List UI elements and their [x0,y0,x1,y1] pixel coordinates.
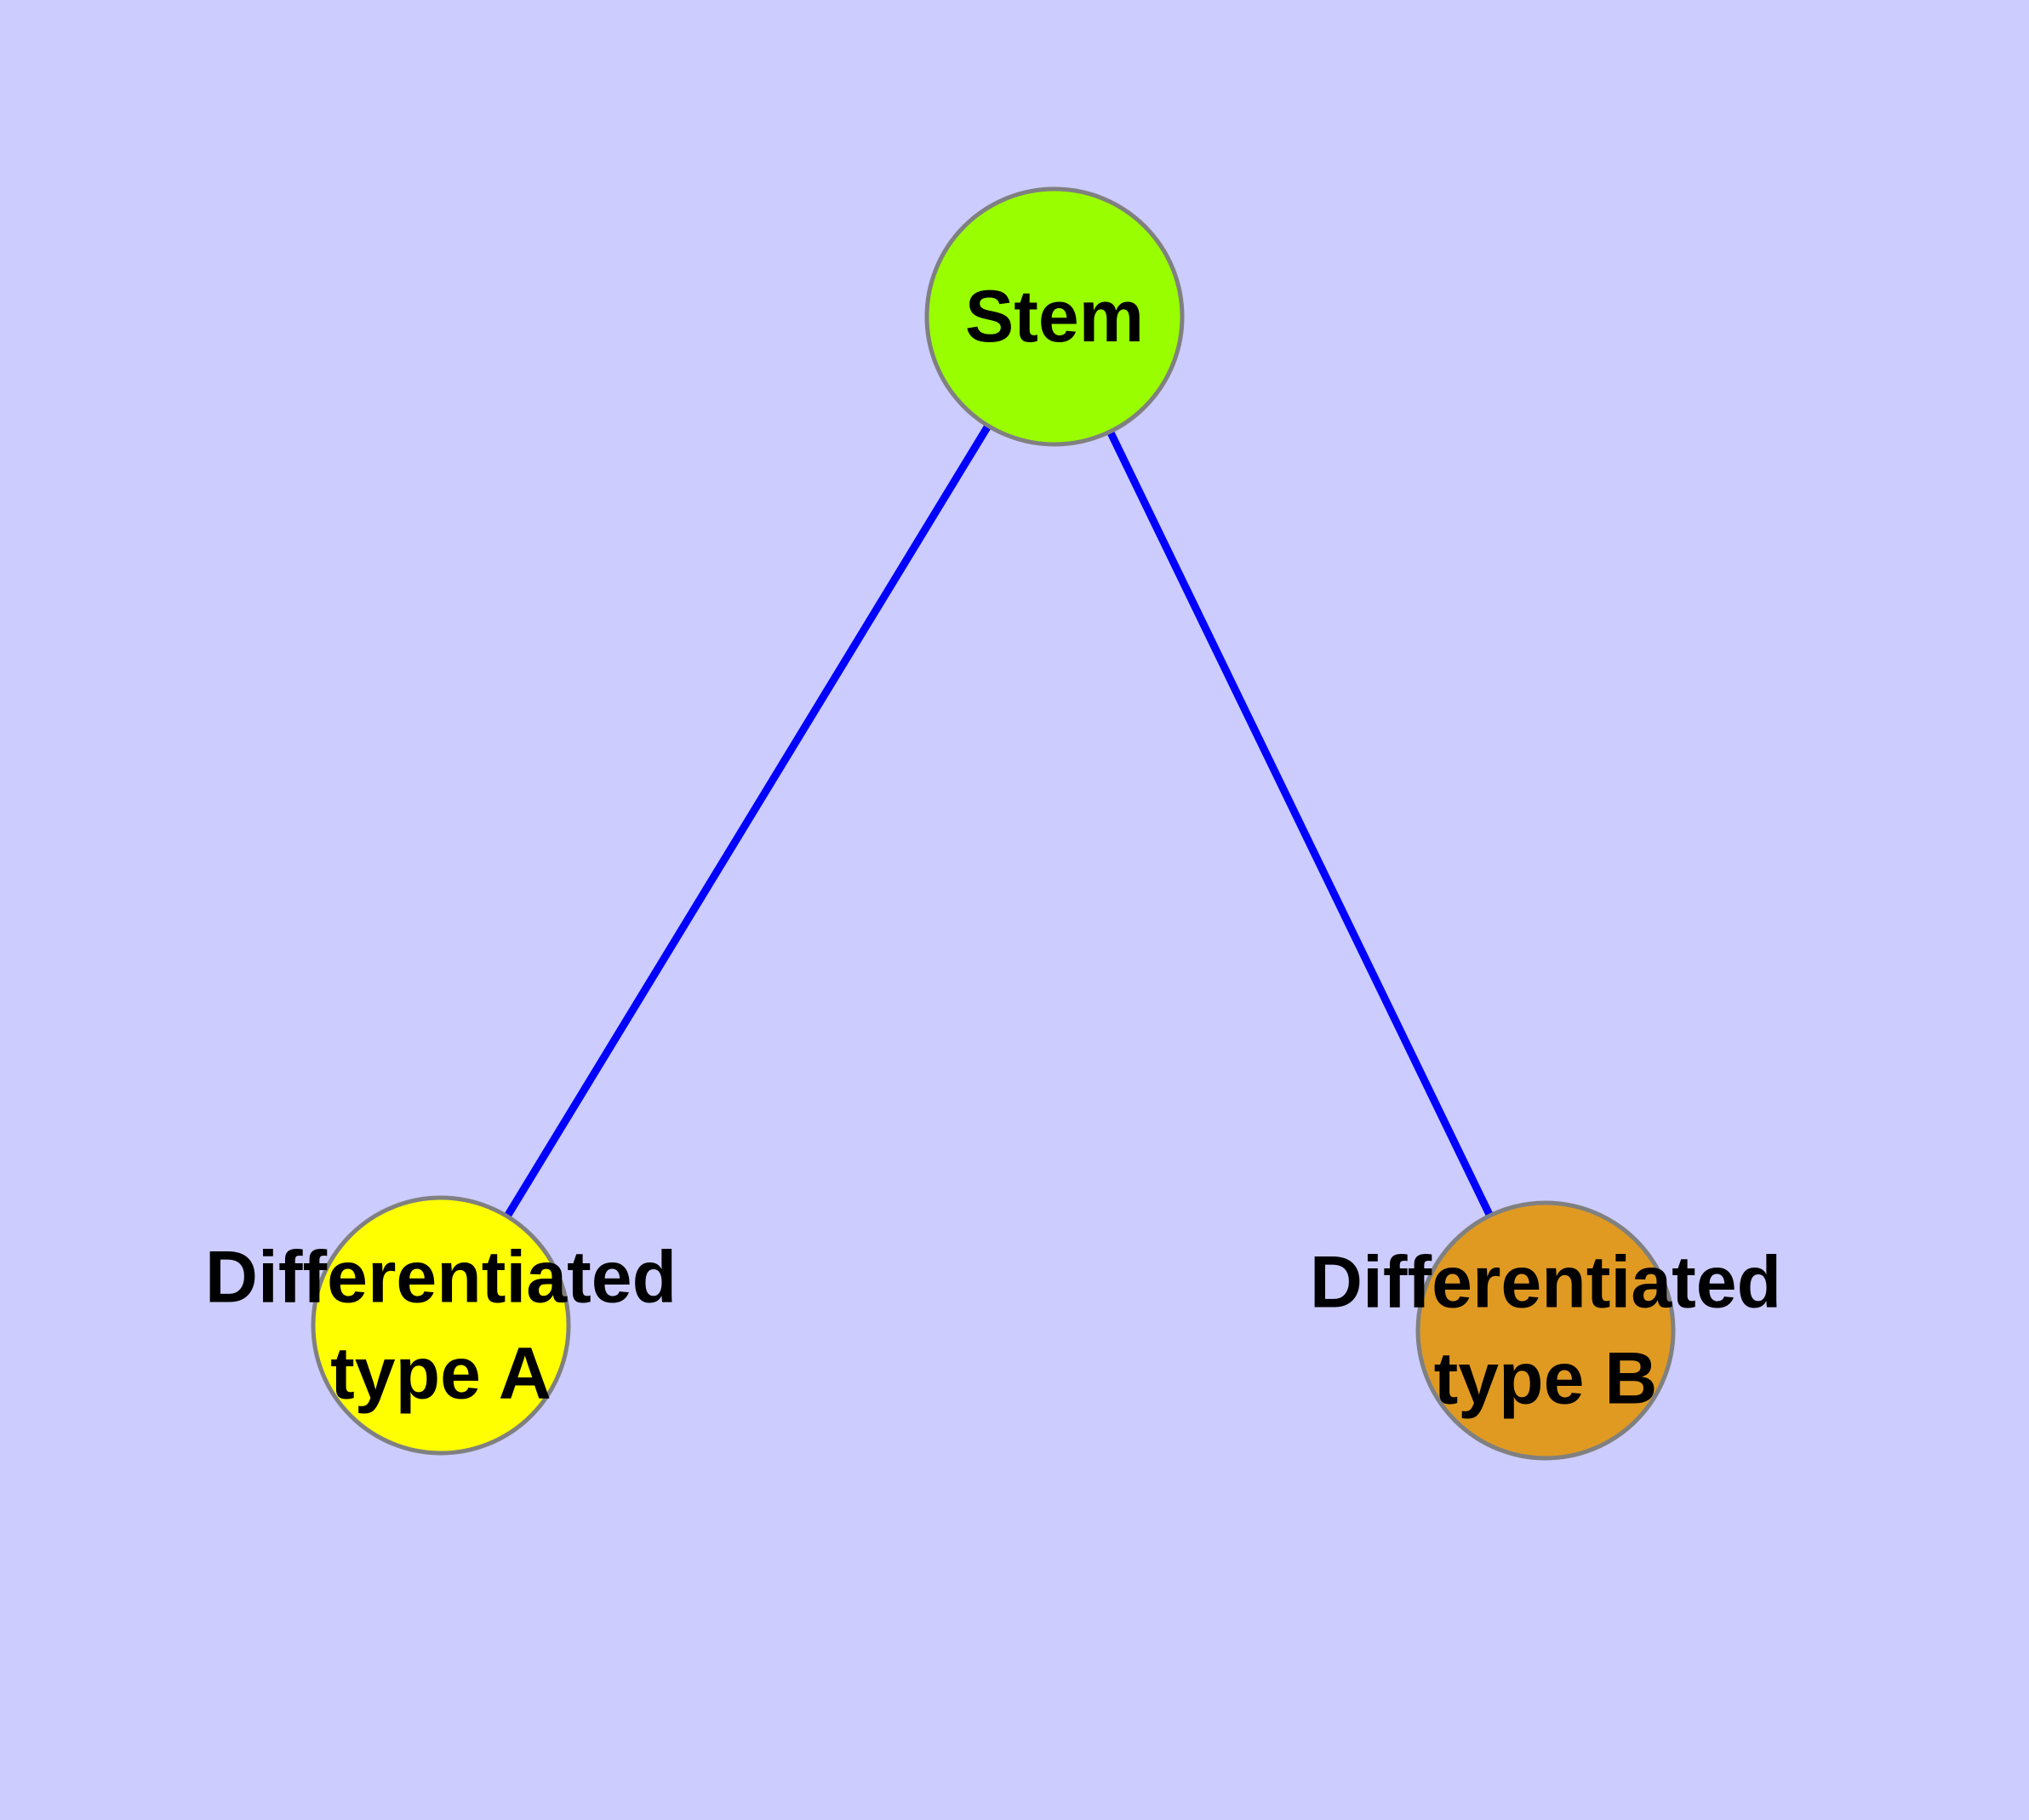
node-differentiated-b[interactable]: Differentiated type B [1310,1200,1781,1461]
node-layer: Stem Differentiated type A Differentiate… [205,186,1781,1461]
node-differentiated-a-circle[interactable] [311,1195,571,1456]
node-differentiated-b-label-line-1: Differentiated [1310,1242,1781,1324]
node-differentiated-b-label-line-2: type B [1434,1338,1658,1420]
node-differentiated-a-label-line-1: Differentiated [205,1237,677,1319]
edge-stem-to-differentiated-a[interactable] [437,314,1058,1328]
node-differentiated-a[interactable]: Differentiated type A [205,1195,677,1456]
node-differentiated-a-label-line-2: type A [330,1333,552,1415]
node-stem[interactable]: Stem [924,186,1185,447]
node-stem-circle[interactable] [924,186,1185,447]
node-stem-label-line-1: Stem [965,276,1144,358]
edge-layer [437,314,1550,1332]
edge-stem-to-differentiated-b[interactable] [1050,315,1550,1332]
node-differentiated-b-circle[interactable] [1415,1200,1676,1461]
